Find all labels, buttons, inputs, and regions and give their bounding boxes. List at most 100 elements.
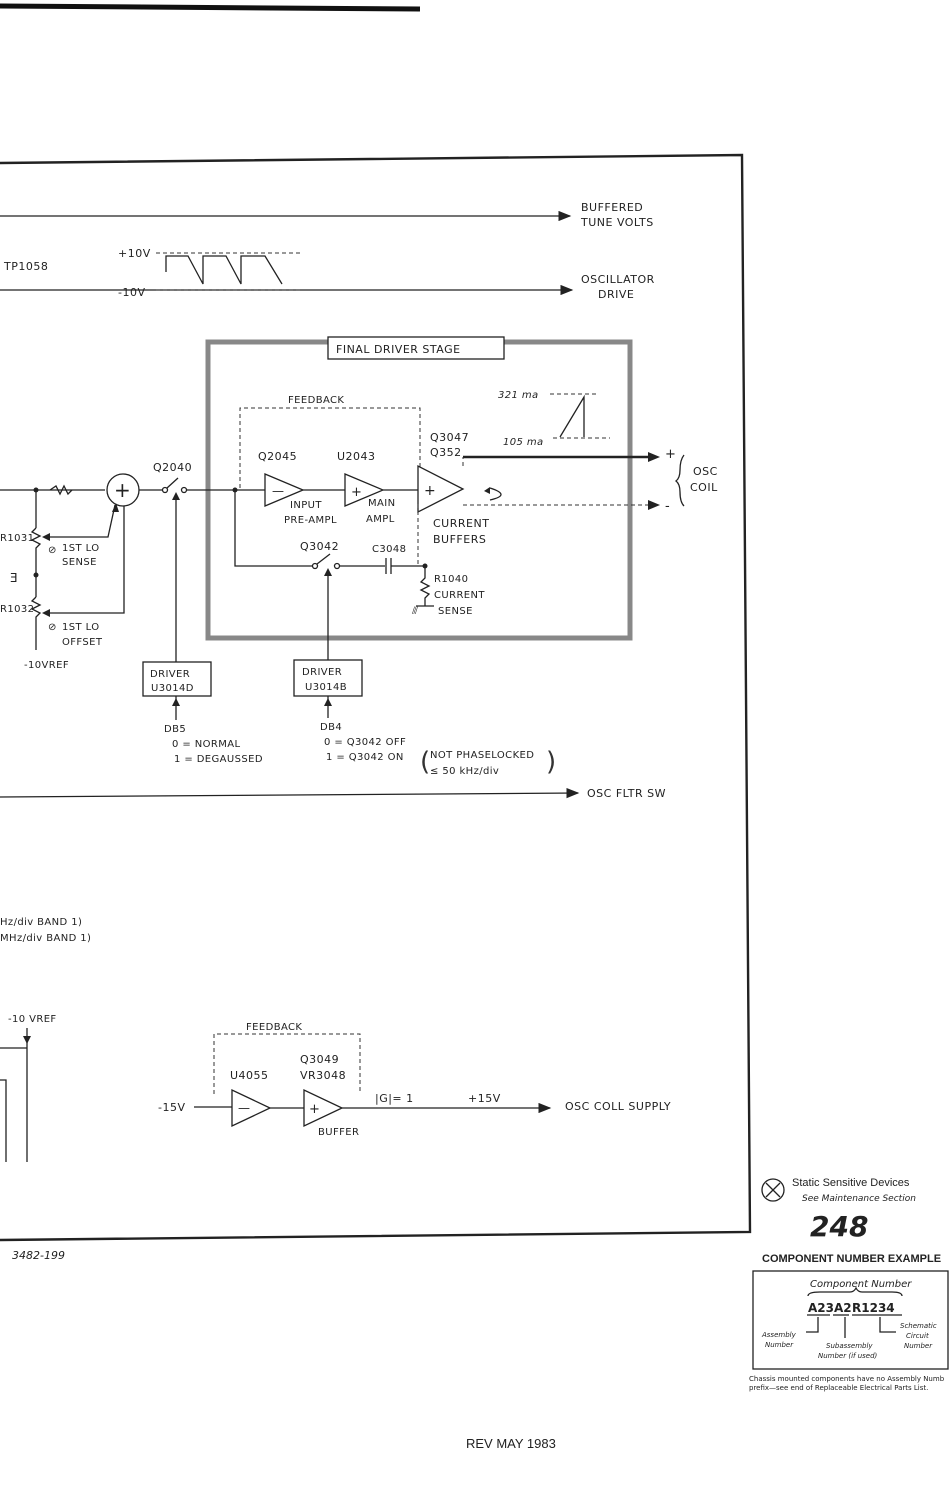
svg-text:Assembly: Assembly: [761, 1331, 797, 1339]
svg-text:prefix—see end of Replaceable: prefix—see end of Replaceable Electrical…: [749, 1384, 928, 1392]
component-number-example: COMPONENT NUMBER EXAMPLE Component Numbe…: [749, 1253, 949, 1392]
svg-text:See Maintenance Section: See Maintenance Section: [802, 1194, 916, 1204]
svg-text:Q352: Q352: [430, 446, 462, 459]
svg-text:BUFFERED: BUFFERED: [581, 201, 643, 214]
svg-text:1 = DEGAUSSED: 1 = DEGAUSSED: [174, 754, 263, 765]
svg-text:COIL: COIL: [690, 481, 718, 494]
svg-text:(: (: [420, 747, 430, 777]
svg-text:-10VREF: -10VREF: [24, 660, 69, 671]
coil-current-waveform: 321 ma 105 ma: [498, 390, 610, 448]
svg-text:105 ma: 105 ma: [503, 437, 544, 448]
tp1058-label: TP1058: [3, 260, 48, 273]
svg-text:Number: Number: [765, 1341, 794, 1349]
svg-text:R1032: R1032: [0, 604, 34, 615]
band-note-1: Hz/div BAND 1): [0, 917, 82, 928]
svg-text:Component Number: Component Number: [810, 1279, 912, 1290]
svg-text:COMPONENT NUMBER EXAMPLE: COMPONENT NUMBER EXAMPLE: [762, 1253, 941, 1265]
svg-text:—: —: [238, 1101, 250, 1115]
svg-text:DB4: DB4: [320, 722, 342, 733]
svg-text:PRE-AMPL: PRE-AMPL: [284, 515, 337, 526]
final-driver-stage-title: FINAL DRIVER STAGE: [336, 343, 461, 356]
revision-date: REV MAY 1983: [466, 1436, 556, 1451]
svg-text:Chassis mounted components hav: Chassis mounted components have no Assem…: [749, 1375, 945, 1383]
db4-note: DB4 0 = Q3042 OFF 1 = Q3042 ON ( NOT PHA…: [320, 722, 556, 777]
svg-text:FEEDBACK: FEEDBACK: [288, 395, 344, 406]
svg-text:OFFSET: OFFSET: [62, 637, 103, 648]
svg-text:Q3042: Q3042: [300, 540, 339, 553]
switch-q3042-branch: Q3042 C3048 ⫻ R1040 CURRENT SENSE: [234, 490, 485, 660]
svg-text:+10V: +10V: [118, 247, 151, 260]
svg-text:DRIVER: DRIVER: [302, 667, 342, 678]
svg-text:NOT PHASELOCKED: NOT PHASELOCKED: [430, 750, 534, 761]
lower-left-vref: -10 VREF: [0, 1014, 57, 1162]
svg-text:+: +: [309, 1102, 320, 1117]
osc-coil-supply-section: FEEDBACK U4055 Q3049 VR3048 -15V — + BUF…: [158, 1022, 671, 1138]
svg-text:OSC COLL SUPPLY: OSC COLL SUPPLY: [565, 1100, 671, 1113]
svg-text:CURRENT: CURRENT: [433, 517, 489, 530]
svg-text:BUFFERS: BUFFERS: [433, 533, 486, 546]
svg-text:U3014D: U3014D: [151, 683, 194, 694]
driver-u3014d: DRIVER U3014D: [142, 661, 212, 720]
current-buffers-q3047: Q3047 Q352 + CURRENT BUFFERS: [417, 431, 502, 546]
buffered-tune-volts-line: BUFFERED TUNE VOLTS: [0, 201, 654, 229]
drawing-number: 3482-199: [12, 1249, 65, 1262]
svg-text:MAIN: MAIN: [368, 498, 396, 509]
main-amp-u2043: U2043 + MAIN AMPL: [337, 450, 396, 525]
svg-text:Number: Number: [904, 1342, 933, 1350]
part-subassembly: A2: [834, 1301, 852, 1315]
svg-text:+15V: +15V: [468, 1092, 501, 1105]
svg-text:SENSE: SENSE: [438, 606, 473, 617]
svg-text:⊘: ⊘: [48, 545, 57, 556]
svg-text:R1040: R1040: [434, 574, 468, 585]
svg-text:Q3047: Q3047: [430, 431, 469, 444]
svg-text:C3048: C3048: [372, 544, 406, 555]
svg-text:Q3049: Q3049: [300, 1053, 339, 1066]
lo-sense-offset-network: R1031 R1032 Ǝ ⊘ 1ST LO SENSE ⊘ 1ST LO OF…: [0, 490, 125, 671]
svg-text:TUNE VOLTS: TUNE VOLTS: [580, 216, 654, 229]
svg-text:1ST LO: 1ST LO: [62, 622, 99, 633]
svg-text:+: +: [114, 478, 131, 502]
svg-text:-10V: -10V: [118, 286, 146, 299]
band-note-2: MHz/div BAND 1): [0, 933, 91, 944]
input-resistor: [49, 484, 73, 496]
svg-text:): ): [546, 747, 556, 777]
oscillator-drive-line: OSCILLATOR DRIVE: [0, 273, 655, 301]
svg-text:Q2040: Q2040: [153, 461, 192, 474]
svg-text:+: +: [424, 483, 436, 499]
svg-text:BUFFER: BUFFER: [318, 1127, 359, 1138]
svg-text:SENSE: SENSE: [62, 557, 97, 568]
svg-text:DRIVER: DRIVER: [150, 669, 190, 680]
svg-text:CURRENT: CURRENT: [434, 590, 485, 601]
svg-text:-15V: -15V: [158, 1101, 186, 1114]
svg-text:U4055: U4055: [230, 1069, 269, 1082]
svg-text:-10 VREF: -10 VREF: [8, 1014, 57, 1025]
svg-text:Q2045: Q2045: [258, 450, 297, 463]
switch-q2040: Q2040: [153, 461, 265, 662]
svg-text:OSC: OSC: [693, 465, 718, 478]
svg-text:OSCILLATOR: OSCILLATOR: [581, 273, 655, 286]
svg-text:0 = NORMAL: 0 = NORMAL: [172, 739, 240, 750]
driver-u3014b: DRIVER U3014B: [293, 659, 363, 718]
part-schematic: R1234: [852, 1301, 895, 1315]
coil-output-lines: + - OSC COIL: [417, 447, 718, 566]
svg-text:Circuit: Circuit: [906, 1332, 929, 1340]
svg-text:Static Sensitive Devices: Static Sensitive Devices: [792, 1177, 910, 1189]
sawtooth-waveform: +10V -10V: [118, 247, 300, 299]
part-assembly: A23: [808, 1301, 834, 1315]
svg-text:DB5: DB5: [164, 724, 186, 735]
svg-text:VR3048: VR3048: [300, 1069, 346, 1082]
svg-text:321 ma: 321 ma: [498, 390, 539, 401]
svg-text:+: +: [351, 485, 362, 500]
schematic-frame: [0, 153, 752, 1242]
page-number: 248: [810, 1210, 868, 1243]
svg-text:1ST LO: 1ST LO: [62, 543, 99, 554]
svg-text:Number (if used): Number (if used): [818, 1352, 878, 1360]
page-top-edge: [0, 3, 421, 12]
db5-note: DB5 0 = NORMAL 1 = DEGAUSSED: [164, 724, 263, 765]
svg-text:⊘: ⊘: [48, 622, 57, 633]
svg-text:FEEDBACK: FEEDBACK: [246, 1022, 302, 1033]
svg-text:AMPL: AMPL: [366, 514, 395, 525]
osc-fltr-sw-line: OSC FLTR SW: [0, 787, 665, 800]
input-preamp-q2045: Q2045 — INPUT PRE-AMPL: [258, 450, 337, 526]
